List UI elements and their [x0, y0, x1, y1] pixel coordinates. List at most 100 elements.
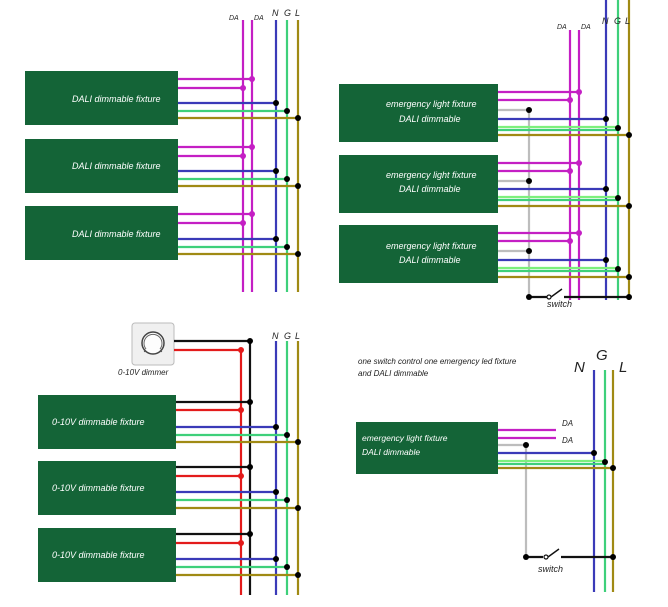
- g-label: G: [596, 347, 608, 364]
- l-label: L: [619, 359, 627, 376]
- junction-dot: [626, 132, 632, 138]
- junction-dot: [576, 160, 582, 166]
- junction-dot: [284, 432, 290, 438]
- fixture-label-line2: DALI dimmable: [399, 255, 461, 265]
- junction-dot: [295, 251, 301, 257]
- 0-10v-fixture-box: [38, 461, 176, 515]
- dali-fixture-box: [25, 206, 178, 260]
- panel-emergency-dali: DA DA N G L emergency light fixture DALI…: [339, 0, 632, 309]
- junction-dot: [603, 116, 609, 122]
- n-label: N: [602, 16, 609, 26]
- junction-dot: [273, 424, 279, 430]
- junction-dot: [567, 238, 573, 244]
- junction-dot: [273, 168, 279, 174]
- dimmer-label: 0-10V dimmer: [118, 368, 169, 377]
- junction-dot: [615, 125, 621, 131]
- junction-dot: [576, 89, 582, 95]
- n-label: N: [272, 8, 279, 18]
- junction-dot: [238, 347, 244, 353]
- junction-dot: [526, 107, 532, 113]
- junction-dot: [523, 442, 529, 448]
- junction-dot: [249, 76, 255, 82]
- junction-dot: [603, 257, 609, 263]
- junction-dot: [273, 100, 279, 106]
- junction-dot: [284, 497, 290, 503]
- junction-dot: [603, 186, 609, 192]
- junction-dot: [249, 211, 255, 217]
- junction-dot: [284, 176, 290, 182]
- fixture-label-line1: emergency light fixture: [362, 433, 448, 443]
- junction-dot: [273, 489, 279, 495]
- junction-dot: [610, 465, 616, 471]
- junction-dot: [240, 220, 246, 226]
- fixture-label-line2: DALI dimmable: [399, 184, 461, 194]
- emergency-fixture-box: [356, 422, 498, 474]
- junction-dot: [247, 338, 253, 344]
- junction-dot: [567, 97, 573, 103]
- junction-dot: [238, 407, 244, 413]
- fixture-label: DALI dimmable fixture: [72, 94, 161, 104]
- n-label: N: [574, 359, 585, 376]
- panel-0-10v-fixtures: N G L 0-10V dimmer 0-10V dimmable fixtur…: [38, 322, 301, 595]
- l-label: L: [295, 331, 300, 341]
- panel-single-switch: one switch control one emergency led fix…: [356, 347, 627, 592]
- junction-dot: [238, 473, 244, 479]
- l-label: L: [625, 16, 630, 26]
- da-label: DA: [581, 24, 591, 31]
- junction-dot: [567, 168, 573, 174]
- junction-dot: [284, 244, 290, 250]
- junction-dot: [602, 459, 608, 465]
- junction-dot: [238, 540, 244, 546]
- g-label: G: [284, 331, 291, 341]
- junction-dot: [240, 85, 246, 91]
- fixture-label: 0-10V dimmable fixture: [52, 483, 145, 493]
- l-label: L: [295, 8, 300, 18]
- junction-dot: [247, 464, 253, 470]
- junction-dot: [526, 178, 532, 184]
- switch-label: switch: [547, 299, 572, 309]
- caption-line1: one switch control one emergency led fix…: [358, 357, 517, 366]
- da-label: DA: [562, 436, 573, 445]
- fixture-label-line2: DALI dimmable: [362, 447, 420, 457]
- junction-dot: [576, 230, 582, 236]
- g-label: G: [284, 8, 291, 18]
- junction-dot: [626, 203, 632, 209]
- junction-dot: [591, 450, 597, 456]
- emergency-fixture-box: [339, 225, 498, 283]
- caption-line2: and DALI dimmable: [358, 369, 429, 378]
- junction-dot: [295, 183, 301, 189]
- junction-dot: [247, 531, 253, 537]
- fixture-label-line1: emergency light fixture: [386, 170, 477, 180]
- da-label: DA: [562, 419, 573, 428]
- fixture-label: 0-10V dimmable fixture: [52, 550, 145, 560]
- junction-dot: [526, 248, 532, 254]
- n-label: N: [272, 331, 279, 341]
- junction-dot: [615, 195, 621, 201]
- switch-label: switch: [538, 564, 563, 574]
- dali-fixture-box: [25, 71, 178, 125]
- junction-dot: [626, 274, 632, 280]
- junction-dot: [295, 505, 301, 511]
- junction-dot: [273, 556, 279, 562]
- junction-dot: [240, 153, 246, 159]
- fixture-label-line1: emergency light fixture: [386, 241, 477, 251]
- dali-fixture-box: [25, 139, 178, 193]
- fixture-label: DALI dimmable fixture: [72, 229, 161, 239]
- junction-dot: [247, 399, 253, 405]
- junction-dot: [295, 115, 301, 121]
- emergency-fixture-box: [339, 155, 498, 213]
- da-label: DA: [229, 15, 239, 22]
- fixture-label-line1: emergency light fixture: [386, 99, 477, 109]
- panel-dali-fixtures: DA DA N G L DALI dimmable fixture DALI d…: [25, 8, 301, 292]
- da-label: DA: [557, 24, 567, 31]
- g-label: G: [614, 16, 621, 26]
- junction-dot: [249, 144, 255, 150]
- switch-symbol: [523, 548, 616, 560]
- 0-10v-fixture-box: [38, 528, 176, 582]
- junction-dot: [284, 108, 290, 114]
- dimmer-knob-icon: [131, 322, 175, 366]
- fixture-label: DALI dimmable fixture: [72, 161, 161, 171]
- 0-10v-fixture-box: [38, 395, 176, 449]
- junction-dot: [273, 236, 279, 242]
